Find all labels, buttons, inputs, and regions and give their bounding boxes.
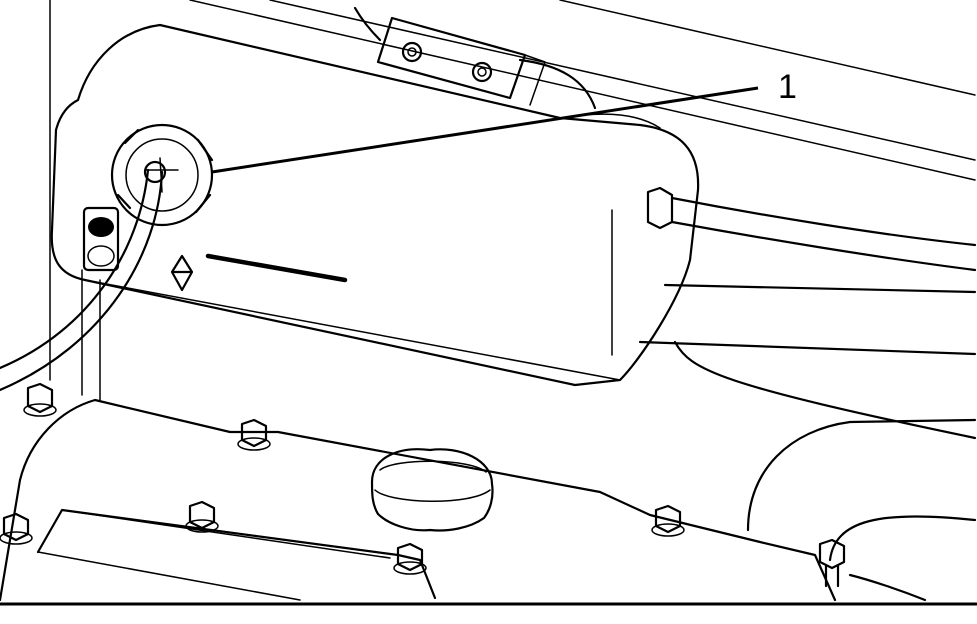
bolt: [185, 500, 219, 533]
callout-leader-line: [211, 86, 759, 174]
bolt: [651, 504, 685, 537]
oil-filler-cap: [370, 448, 494, 532]
callout-label-1: 1: [778, 68, 797, 106]
sight-gauge: [82, 206, 120, 272]
reservoir-tank: [50, 23, 700, 387]
bolt: [237, 418, 271, 451]
frame-rails: [81, 269, 977, 440]
valve-cover: [0, 398, 837, 602]
outlet-tube: [646, 186, 977, 272]
bolt: [0, 512, 33, 545]
bolt: [393, 542, 427, 575]
level-marker: [170, 253, 348, 292]
cylindrical-housing: [746, 418, 977, 602]
valve-cover-bolts: [0, 382, 846, 588]
bolt: [23, 382, 57, 417]
mounting-bracket: [353, 6, 597, 110]
vent-hose: [0, 168, 164, 392]
background-wall: [49, 0, 976, 381]
bolt: [818, 538, 846, 588]
